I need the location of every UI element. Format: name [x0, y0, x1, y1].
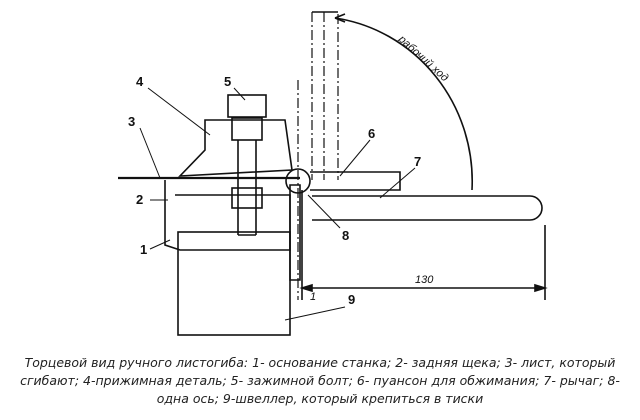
- label-2: 2: [136, 192, 143, 207]
- lever: [312, 195, 543, 221]
- clamping-bolt: [227, 94, 267, 236]
- arc-label: рабочий ход: [395, 33, 450, 84]
- dimension-1: 1: [310, 291, 316, 303]
- label-1: 1: [140, 242, 147, 257]
- pivot-axis: [285, 168, 311, 194]
- label-3: 3: [128, 114, 135, 129]
- dimension-130: 130: [415, 274, 434, 286]
- machine-base: [177, 231, 291, 336]
- back-cheek: [164, 180, 291, 251]
- figure-caption: Торцевой вид ручного листогиба: 1- основ…: [20, 355, 620, 406]
- label-9: 9: [348, 292, 355, 307]
- label-5: 5: [224, 74, 231, 89]
- sheet-bender-drawing: рабочий ход 130 1: [118, 11, 548, 336]
- label-4: 4: [136, 74, 144, 89]
- label-8: 8: [342, 228, 349, 243]
- clamp-plate: [178, 119, 293, 177]
- channel: [289, 184, 301, 281]
- label-7: 7: [414, 154, 421, 169]
- working-stroke-arc: [334, 17, 474, 191]
- label-6: 6: [368, 126, 375, 141]
